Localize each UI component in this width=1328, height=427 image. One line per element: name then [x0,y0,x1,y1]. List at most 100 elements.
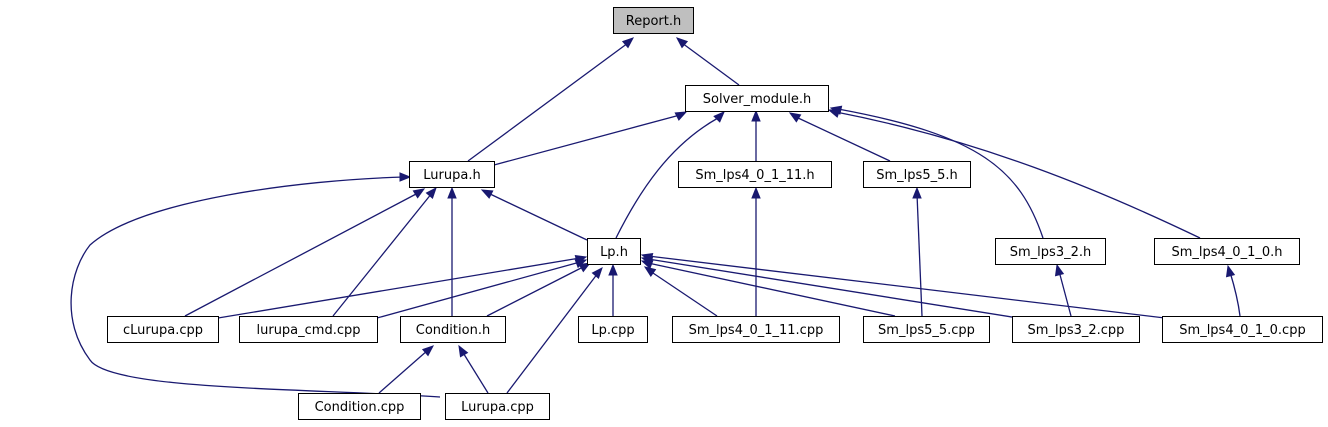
node-label: Lurupa.h [423,168,480,183]
node-box[interactable] [678,161,832,188]
node-condition-h[interactable]: Condition.h [400,316,506,343]
edge-clurupa_cpp-to-lp_h [217,254,588,319]
node-box[interactable] [107,316,219,343]
node-box[interactable] [239,316,378,343]
node-label: Lp.cpp [591,323,634,338]
node-box[interactable] [995,238,1106,265]
node-label: lurupa_cmd.cpp [257,323,361,338]
edge-line [837,108,1044,239]
node-label: Lurupa.cpp [461,400,534,415]
node-label: Sm_lps4_0_1_0.h [1171,245,1282,260]
arrowhead [578,262,592,273]
node-sm-lps4-0-1-11-h[interactable]: Sm_lps4_0_1_11.h [678,161,832,188]
edge-lurupa_cmd_cpp-to-lurupa_h [332,186,437,317]
arrowhead [713,111,725,123]
node-box[interactable] [613,7,694,34]
node-sm-lps5-5-h[interactable]: Sm_lps5_5.h [863,161,971,188]
edge-line [681,42,740,86]
node-box[interactable] [445,393,550,420]
edge-line [376,261,581,319]
edge-condition_cpp-to-condition_h [378,345,435,394]
arrowhead [1225,264,1236,278]
edge-lurupa_cmd_cpp-to-lp_h [376,259,588,319]
node-label: Sm_lps4_0_1_11.cpp [689,323,824,338]
edge-sm_lps3_2_cpp-to-sm_lps3_2_h [1054,263,1072,317]
node-report-h[interactable]: Report.h [613,7,694,34]
arrowhead [621,37,635,49]
edge-sm_lps4_0_1_0_cpp-to-lp_h [640,252,1166,319]
node-label: Condition.cpp [315,400,405,415]
edge-sm_lps4_0_1_11_cpp-to-lp_h [643,266,718,317]
node-box[interactable] [863,161,971,188]
edge-sm_lps4_0_1_0_cpp-to-sm_lps4_0_1_0_h [1225,264,1241,317]
node-box[interactable] [409,161,495,188]
node-box[interactable] [578,316,648,343]
arrowhead [425,186,437,200]
edge-lp_cpp-to-lp_h [608,263,618,316]
arrowhead [399,172,412,182]
edge-lurupa_cpp-to-lurupa_h [70,172,441,398]
arrowhead [788,112,802,123]
arrowhead [751,186,761,199]
node-label: Sm_lps3_2.cpp [1028,323,1125,338]
node-lp-cpp[interactable]: Lp.cpp [578,316,648,343]
node-box[interactable] [298,393,421,420]
edge-line [332,192,433,317]
edge-lp_h-to-solver_module_h [615,111,725,239]
node-lurupa-cmd-cpp[interactable]: lurupa_cmd.cpp [239,316,378,343]
edge-line [835,111,1201,239]
node-box[interactable] [672,316,840,343]
node-lurupa-h[interactable]: Lurupa.h [409,161,495,188]
edge-line [649,270,718,317]
node-box[interactable] [685,85,829,112]
node-label: Sm_lps4_0_1_0.cpp [1179,323,1305,338]
node-condition-cpp[interactable]: Condition.cpp [298,393,421,420]
node-box[interactable] [1154,238,1300,265]
edge-solver_module_h-to-report_h [675,37,740,86]
edge-lurupa_h-to-report_h [467,37,635,162]
edge-line [486,265,586,317]
edge-sm_lps5_5_cpp-to-lp_h [640,260,896,317]
edge-line [647,258,1019,319]
node-lurupa-cpp[interactable]: Lurupa.cpp [445,393,550,420]
arrowhead [674,111,688,121]
node-clurupa-cpp[interactable]: cLurupa.cpp [107,316,219,343]
node-sm-lps4-0-1-0-cpp[interactable]: Sm_lps4_0_1_0.cpp [1162,316,1323,343]
arrowhead [827,108,841,118]
edge-line [378,349,429,394]
arrowhead [751,109,761,122]
node-sm-lps4-0-1-0-h[interactable]: Sm_lps4_0_1_0.h [1154,238,1300,265]
node-box[interactable] [1012,316,1140,343]
node-label: Sm_lps5_5.h [876,168,957,183]
edge-lp_h-to-lurupa_h [480,189,588,241]
edge-line [493,114,681,166]
arrowhead [640,252,654,263]
node-lp-h[interactable]: Lp.h [587,238,641,265]
node-sm-lps5-5-cpp[interactable]: Sm_lps5_5.cpp [863,316,990,343]
node-label: Lp.h [600,245,628,260]
edge-line [184,192,419,317]
node-sm-lps4-0-1-11-cpp[interactable]: Sm_lps4_0_1_11.cpp [672,316,840,343]
arrowhead [458,344,469,358]
node-label: Sm_lps4_0_1_11.h [695,168,814,183]
arrowhead [447,186,457,199]
node-box[interactable] [400,316,506,343]
arrowhead [591,266,603,280]
node-box[interactable] [1162,316,1323,343]
edge-sm_lps5_5_h-to-solver_module_h [788,112,891,162]
node-label: Sm_lps5_5.cpp [878,323,975,338]
edge-line [467,42,629,162]
edge-lurupa_h-to-solver_module_h [493,111,688,166]
edge-sm_lps5_5_cpp-to-sm_lps5_5_h [912,186,923,317]
edge-line [506,272,599,394]
node-sm-lps3-2-h[interactable]: Sm_lps3_2.h [995,238,1106,265]
edge-sm_lps4_0_1_11_h-to-solver_module_h [751,109,761,161]
node-solver-module-h[interactable]: Solver_module.h [685,85,829,112]
node-box[interactable] [863,316,990,343]
edge-sm_lps4_0_1_11_cpp-to-sm_lps4_0_1_11_h [751,186,761,316]
node-label: Condition.h [416,323,490,338]
node-label: Report.h [626,14,681,29]
node-box[interactable] [587,238,641,265]
node-sm-lps3-2-cpp[interactable]: Sm_lps3_2.cpp [1012,316,1140,343]
